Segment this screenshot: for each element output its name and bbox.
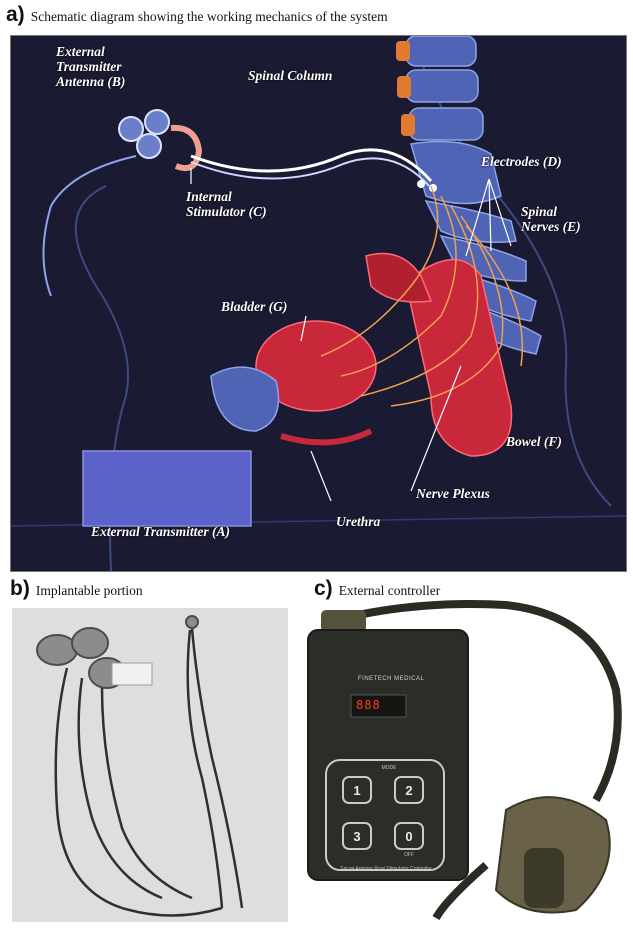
label-spinal-column: Spinal Column [248, 68, 332, 83]
external-transmitter-box [83, 451, 251, 526]
transmitter-antenna [119, 110, 169, 158]
label-bladder: Bladder (G) [221, 299, 287, 314]
controller-illustration [296, 600, 627, 930]
implantable-portion-photo [12, 608, 288, 922]
caption-a-text: Schematic diagram showing the working me… [31, 9, 388, 24]
controller-display: 888 [356, 698, 381, 712]
caption-b-text: Implantable portion [36, 583, 143, 598]
label-stimulator: Internal Stimulator (C) [186, 189, 267, 219]
caption-c-text: External controller [339, 583, 441, 598]
caption-b: b) Implantable portion [10, 577, 143, 601]
schematic-illustration [11, 36, 626, 571]
controller-brand: FINETECH MEDICAL [358, 676, 424, 682]
external-controller-photo: FINETECH MEDICAL 888 MODE 1 2 3 0 OFF Sa… [296, 600, 627, 930]
controller-button-3[interactable]: 3 [342, 822, 372, 850]
schematic-diagram-panel: External Transmitter Antenna (B) Spinal … [10, 35, 627, 572]
caption-c: c) External controller [314, 577, 440, 601]
controller-button-1[interactable]: 1 [342, 776, 372, 804]
caption-b-letter: b) [10, 577, 30, 600]
controller-footer-label: Sacral Anterior Root Stimulator Controll… [336, 866, 436, 872]
implant-illustration [12, 608, 288, 922]
label-spinal-nerves: Spinal Nerves (E) [521, 204, 581, 234]
controller-mode-label: MODE [374, 765, 404, 771]
controller-button-0[interactable]: 0 [394, 822, 424, 850]
controller-button-2[interactable]: 2 [394, 776, 424, 804]
label-transmitter: External Transmitter (A) [91, 524, 230, 539]
label-urethra: Urethra [336, 514, 380, 529]
caption-a: a) Schematic diagram showing the working … [6, 3, 388, 27]
caption-a-letter: a) [6, 3, 25, 26]
caption-c-letter: c) [314, 577, 333, 600]
controller-off-label: OFF [394, 852, 424, 858]
label-bowel: Bowel (F) [506, 434, 562, 449]
label-nerve-plexus: Nerve Plexus [416, 486, 490, 501]
label-antenna: External Transmitter Antenna (B) [56, 44, 125, 89]
label-electrodes: Electrodes (D) [481, 154, 562, 169]
